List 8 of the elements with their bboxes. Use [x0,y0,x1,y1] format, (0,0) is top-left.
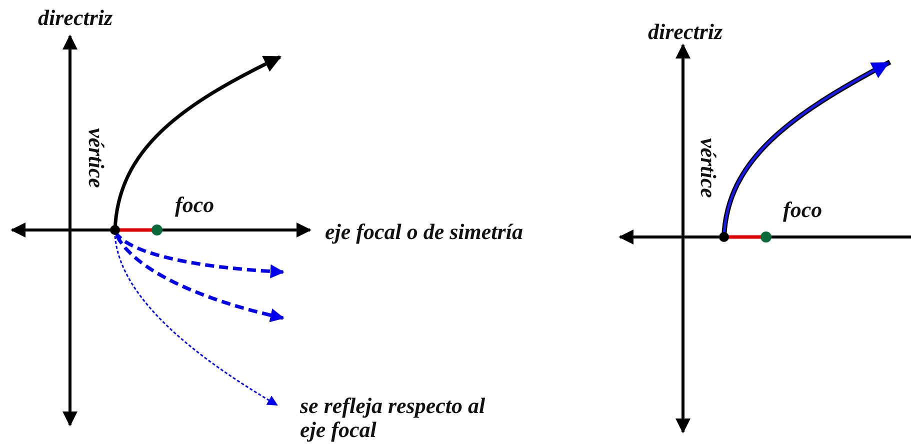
focus-label: foco [783,198,822,222]
axis-label: directriz [38,6,113,30]
vertex-label: vértice [84,128,108,188]
axis-label: eje focal o de simetría [325,220,523,244]
vertex-label: vértice [696,138,720,198]
axis-label: directriz [648,20,723,44]
note: se refleja respecto al eje focal [300,394,486,442]
focus-label: foco [175,193,214,217]
